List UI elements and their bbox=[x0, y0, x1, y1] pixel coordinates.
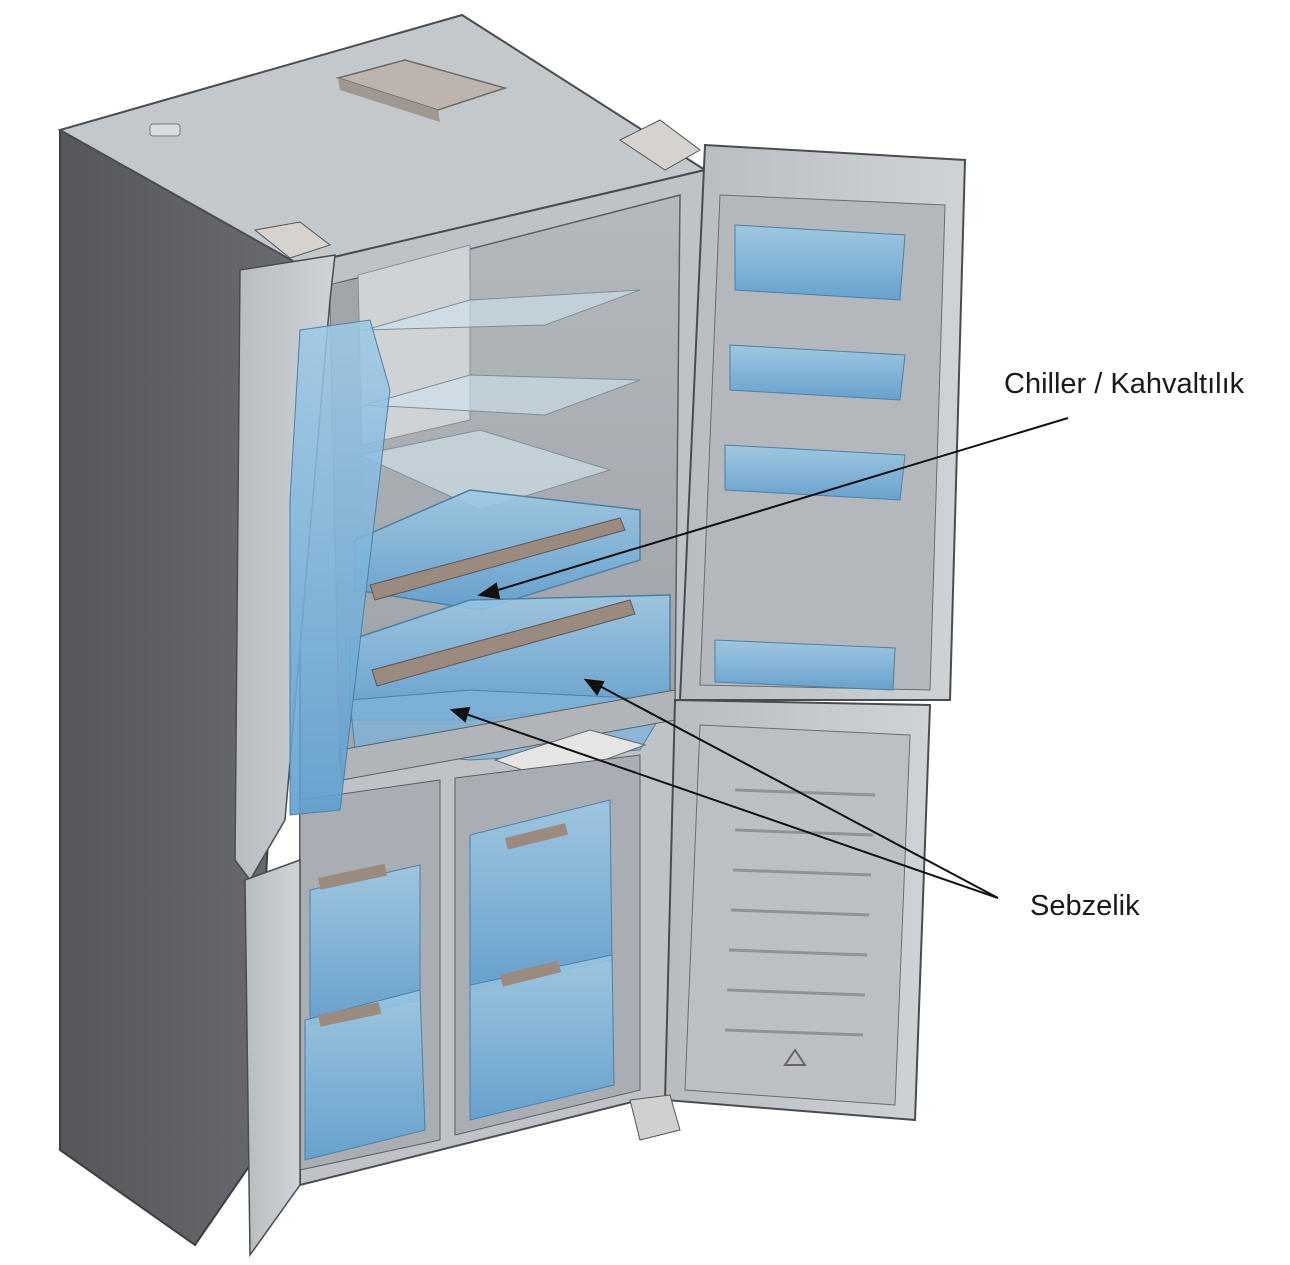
pointer-crisper-right bbox=[593, 682, 999, 899]
callout-pointers bbox=[449, 417, 1069, 899]
callout-label-crisper: Sebzelik bbox=[1030, 890, 1140, 922]
hinge-top-right bbox=[619, 119, 701, 171]
recycle-symbol bbox=[783, 1048, 807, 1066]
door-bin-3 bbox=[724, 444, 906, 501]
freezer-handle-2 bbox=[318, 1002, 382, 1027]
crisper-handle bbox=[371, 599, 636, 687]
right-door-upper-inner bbox=[699, 194, 946, 691]
freezer-door-ribs bbox=[724, 788, 876, 1037]
glass-shelf-lower bbox=[358, 429, 612, 511]
glass-shelf-middle bbox=[364, 374, 641, 416]
top-vent-plate-side bbox=[338, 78, 440, 122]
left-door-lower bbox=[244, 858, 301, 1258]
hinge-bottom bbox=[629, 1094, 681, 1141]
callout-label-chiller: Chiller / Kahvaltılık bbox=[1004, 368, 1245, 400]
arrowhead-crisper-left bbox=[449, 706, 471, 723]
glass-shelf-top bbox=[364, 289, 641, 331]
pointer-crisper-left bbox=[459, 711, 999, 899]
freezer-drawer-left-bottom bbox=[304, 989, 426, 1161]
arrowhead-crisper-right bbox=[583, 678, 605, 696]
door-bin-2 bbox=[729, 344, 906, 401]
freezer-handle-3 bbox=[505, 823, 569, 850]
left-door-bins bbox=[289, 319, 391, 816]
top-small-cap bbox=[149, 123, 181, 137]
freezer-handle-4 bbox=[500, 960, 562, 987]
arrowhead-chiller bbox=[477, 582, 501, 600]
chiller-handle bbox=[369, 517, 626, 601]
freezer-drawer-right-bottom bbox=[469, 954, 615, 1121]
right-door-lower-inner bbox=[684, 724, 911, 1106]
door-bin-1 bbox=[734, 224, 906, 301]
pointer-chiller bbox=[487, 417, 1069, 594]
door-bin-4 bbox=[714, 639, 896, 691]
freezer-handle-1 bbox=[318, 863, 388, 890]
hinge-top-left bbox=[253, 221, 332, 259]
